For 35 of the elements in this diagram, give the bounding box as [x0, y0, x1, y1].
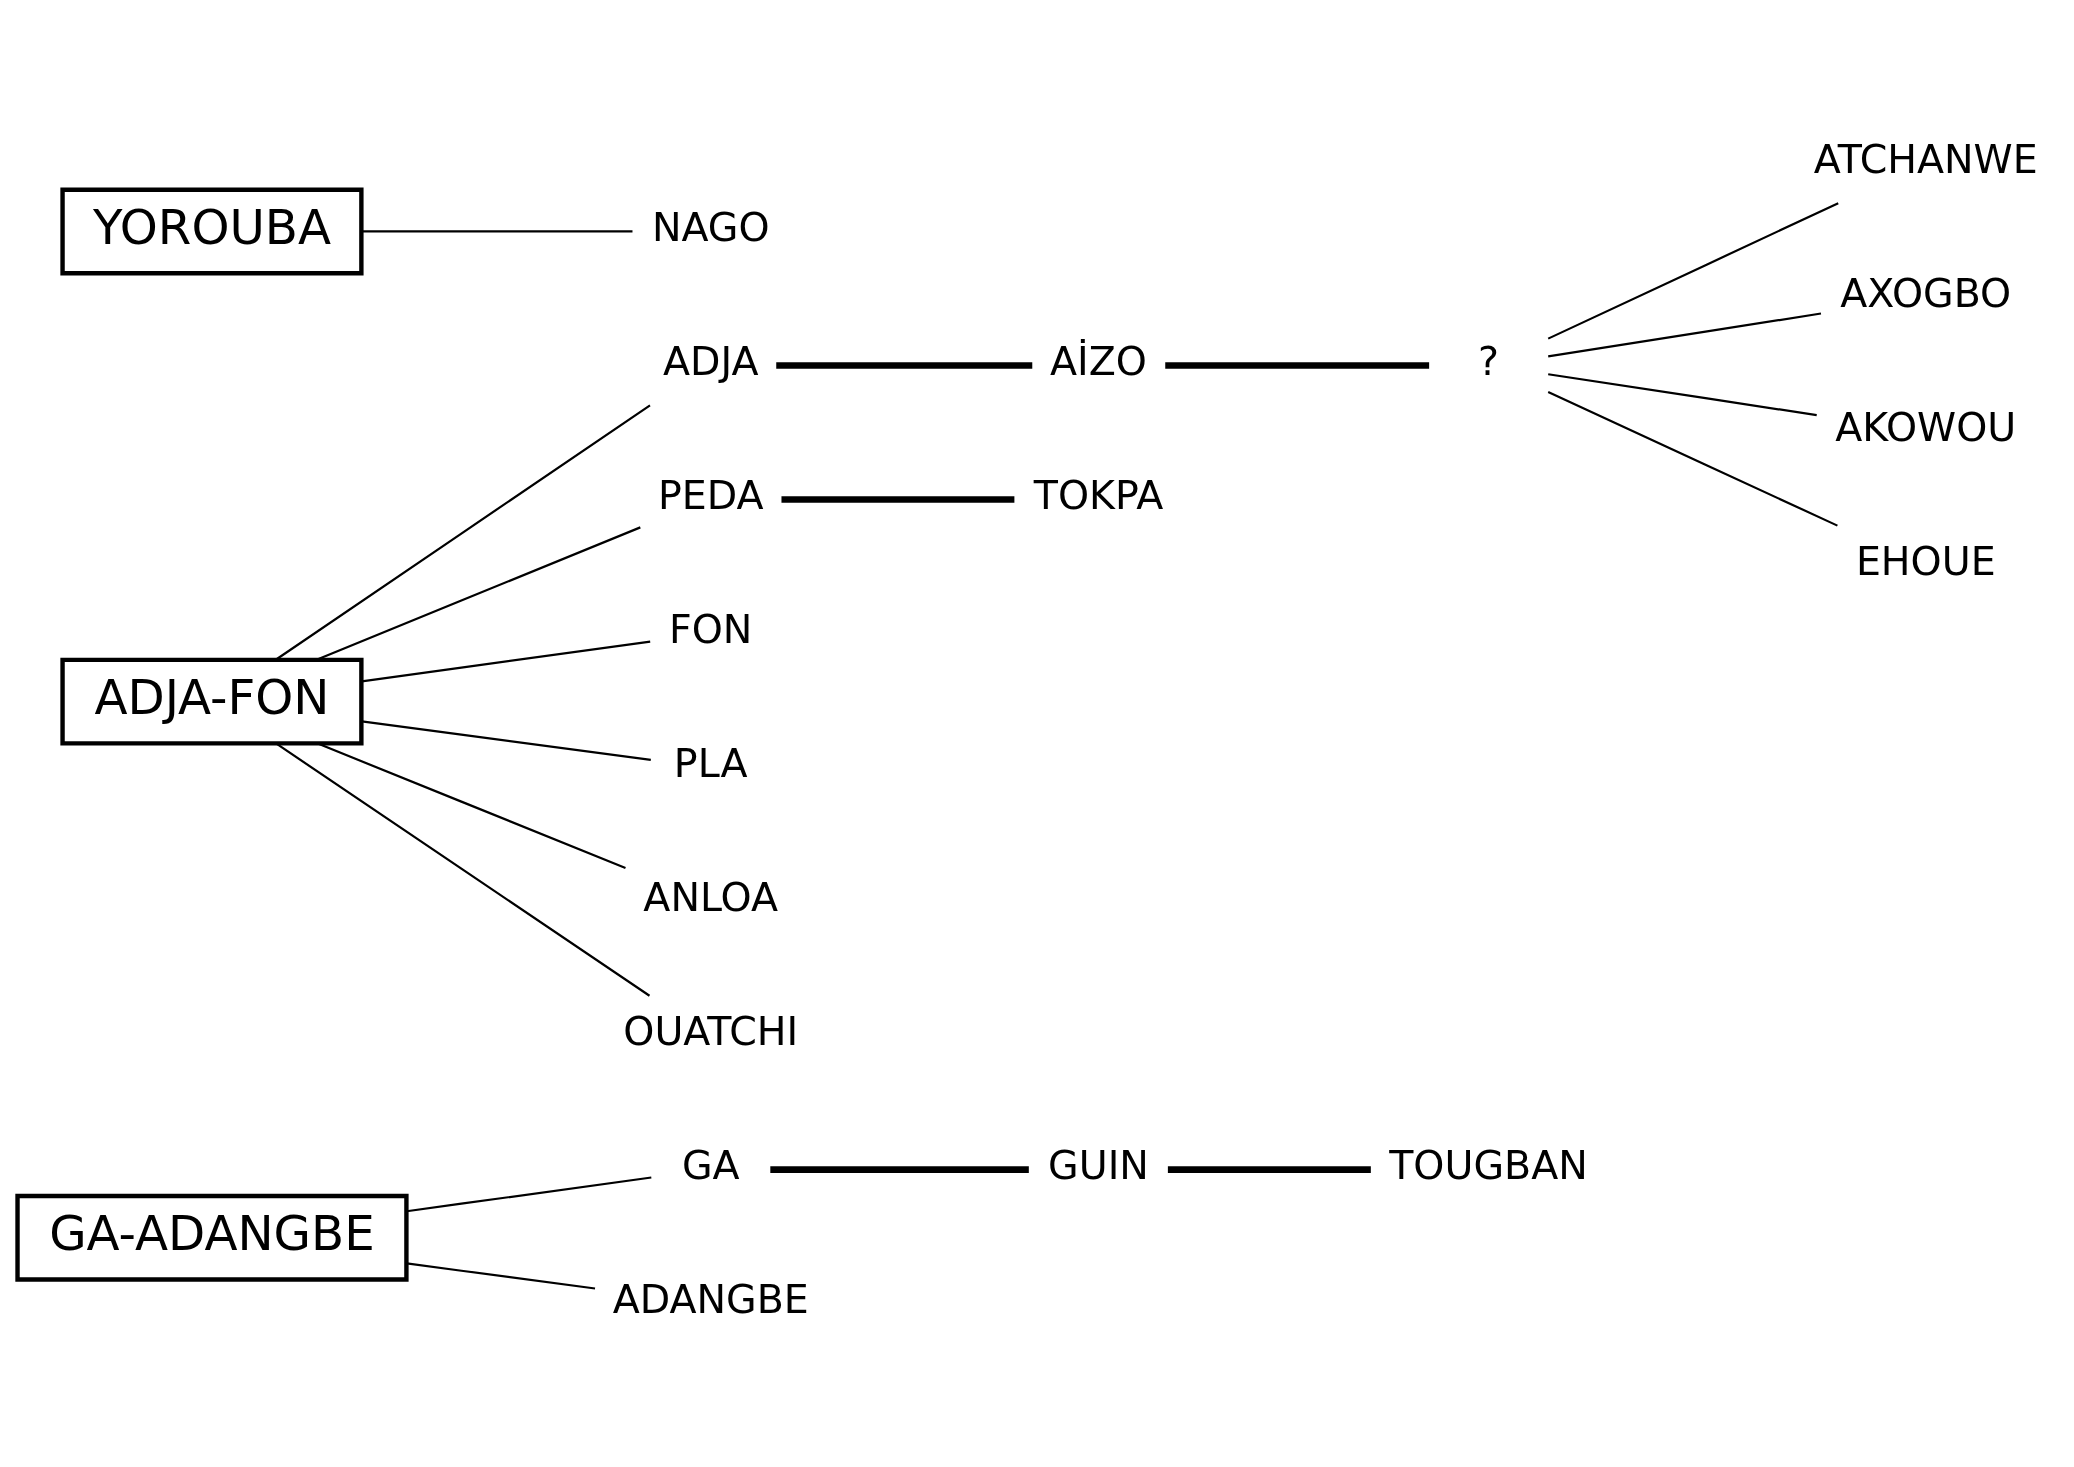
node-text: AİZO: [1050, 338, 1147, 385]
connector: [406, 1262, 596, 1290]
node-text: AKOWOU: [1835, 404, 2017, 451]
node-text: NAGO: [651, 204, 770, 251]
connector: [1547, 202, 1839, 340]
node-box: GA-ADANGBE: [15, 1193, 409, 1282]
node-box: ADJA-FON: [60, 657, 364, 746]
node-text: ATCHANWE: [1813, 136, 2038, 183]
node-text: ADJA: [662, 338, 759, 385]
connector: [361, 720, 651, 761]
connector: [1548, 312, 1822, 358]
connector: [317, 742, 626, 870]
node-text: PEDA: [657, 472, 764, 519]
connector: [406, 1176, 652, 1213]
node-text: OUATCHI: [623, 1008, 799, 1055]
connector: [361, 230, 633, 233]
connector: [276, 743, 651, 997]
node-text: ADANGBE: [612, 1276, 809, 1323]
node-text: ?: [1478, 338, 1500, 385]
connector: [1548, 373, 1817, 417]
connector: [275, 404, 651, 661]
node-text: EHOUE: [1855, 538, 1996, 585]
node-text: TOKPA: [1033, 472, 1164, 519]
connector: [1547, 391, 1838, 527]
node-text: GUIN: [1048, 1142, 1149, 1189]
node-text: FON: [669, 606, 753, 653]
connector: [316, 526, 641, 661]
node-text: PLA: [673, 740, 748, 787]
connector: [781, 496, 1015, 503]
node-text: AXOGBO: [1840, 270, 2012, 317]
connector: [361, 640, 651, 683]
node-box: YOROUBA: [60, 187, 364, 276]
node-text: TOUGBAN: [1389, 1142, 1588, 1189]
node-text: ANLOA: [643, 874, 779, 921]
node-text: GA: [681, 1142, 740, 1189]
